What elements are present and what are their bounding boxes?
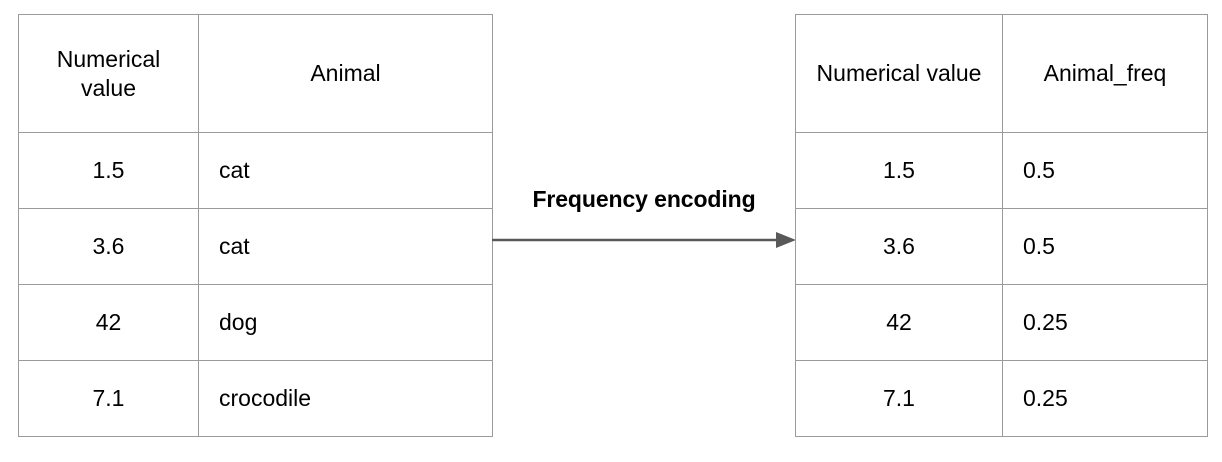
source-cell-animal: cat (198, 132, 493, 209)
table-row: 3.6 0.5 (795, 208, 1208, 285)
table-header-row: Numerical value Animal (18, 14, 493, 133)
result-cell-numerical-value: 1.5 (795, 132, 1003, 209)
arrow-right-icon (492, 232, 796, 248)
transformation-annotation: Frequency encoding (484, 186, 804, 266)
result-table: Numerical value Animal_freq 1.5 0.5 3.6 … (795, 14, 1208, 437)
table-row: 7.1 crocodile (18, 360, 493, 437)
result-header-numerical-value: Numerical value (795, 14, 1003, 133)
result-header-animal-freq: Animal_freq (1002, 14, 1208, 133)
source-cell-animal: dog (198, 284, 493, 361)
result-cell-animal-freq: 0.5 (1002, 132, 1208, 209)
table-row: 42 0.25 (795, 284, 1208, 361)
source-cell-animal: crocodile (198, 360, 493, 437)
result-cell-animal-freq: 0.25 (1002, 284, 1208, 361)
table-header-row: Numerical value Animal_freq (795, 14, 1208, 133)
table-row: 1.5 0.5 (795, 132, 1208, 209)
result-table-header: Numerical value Animal_freq (795, 14, 1208, 133)
result-cell-numerical-value: 3.6 (795, 208, 1003, 285)
source-cell-animal: cat (198, 208, 493, 285)
table-row: 42 dog (18, 284, 493, 361)
source-cell-numerical-value: 7.1 (18, 360, 199, 437)
source-table-header: Numerical value Animal (18, 14, 493, 133)
result-cell-animal-freq: 0.25 (1002, 360, 1208, 437)
source-cell-numerical-value: 1.5 (18, 132, 199, 209)
source-header-numerical-value: Numerical value (18, 14, 199, 133)
source-cell-numerical-value: 3.6 (18, 208, 199, 285)
source-table-body: 1.5 cat 3.6 cat 42 dog 7.1 crocodile (18, 132, 493, 437)
source-table: Numerical value Animal 1.5 cat 3.6 cat 4… (18, 14, 493, 437)
result-table-body: 1.5 0.5 3.6 0.5 42 0.25 7.1 0.25 (795, 132, 1208, 437)
source-cell-numerical-value: 42 (18, 284, 199, 361)
table-row: 3.6 cat (18, 208, 493, 285)
transformation-label: Frequency encoding (532, 186, 756, 212)
table-row: 7.1 0.25 (795, 360, 1208, 437)
source-header-animal: Animal (198, 14, 493, 133)
result-cell-numerical-value: 42 (795, 284, 1003, 361)
result-cell-animal-freq: 0.5 (1002, 208, 1208, 285)
table-row: 1.5 cat (18, 132, 493, 209)
result-cell-numerical-value: 7.1 (795, 360, 1003, 437)
